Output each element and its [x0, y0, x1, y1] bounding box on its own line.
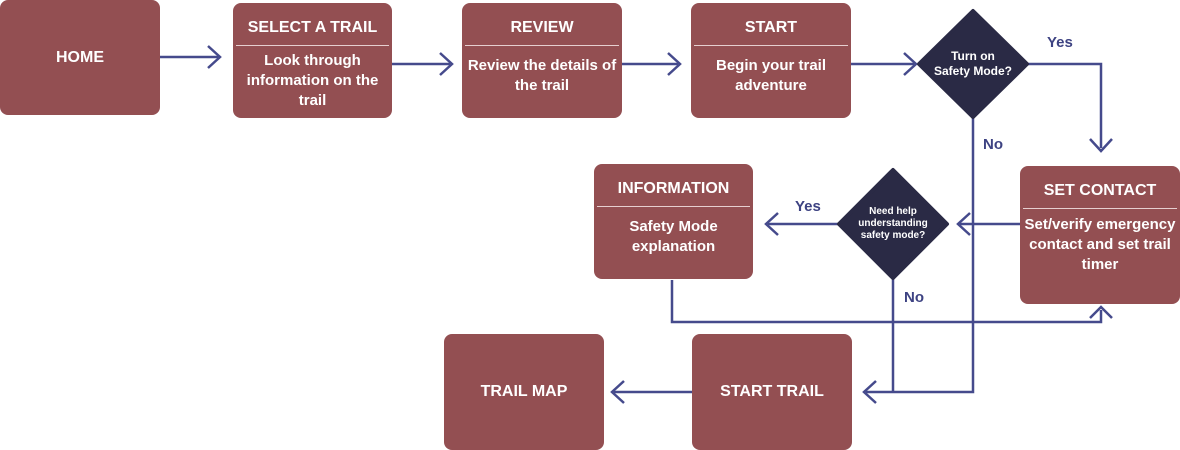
arrow-decision-yes-to-contact [1025, 62, 1103, 148]
home-node: HOME [0, 0, 160, 115]
select-trail-node: SELECT A TRAIL Look through information … [233, 3, 392, 118]
home-label: HOME [56, 48, 104, 66]
start-trail-node: START TRAIL [692, 334, 852, 450]
review-node: REVIEW Review the details of the trail [462, 3, 622, 118]
start-desc: Begin your trail adventure [715, 57, 827, 94]
set-contact-desc: Set/verify emergency contact and set tra… [1024, 216, 1176, 273]
safety-yes-label: Yes [1047, 34, 1073, 51]
help-no-label: No [904, 289, 924, 306]
select-trail-title: SELECT A TRAIL [247, 19, 378, 36]
arrowhead-contact [1089, 138, 1113, 153]
safety-no-label: No [983, 136, 1003, 153]
information-divider [597, 206, 750, 207]
help-decision-diamond [837, 168, 949, 280]
select-trail-desc: Look through information on the trail [246, 52, 379, 109]
arrowhead-decision [903, 52, 918, 76]
arrowhead-review [439, 52, 454, 76]
information-title: INFORMATION [617, 180, 730, 197]
review-divider [465, 45, 619, 46]
arrowhead-select [207, 45, 222, 69]
safety-decision-label: Turn on Safety Mode? [933, 49, 1012, 78]
arrowhead-map [610, 380, 625, 404]
review-desc: Review the details of the trail [467, 57, 617, 94]
safety-decision-diamond [917, 9, 1029, 119]
arrow-decision-no-to-start-trail [866, 118, 975, 394]
start-title: START [744, 19, 798, 36]
start-divider [694, 45, 848, 46]
start-trail-label: START TRAIL [720, 383, 824, 400]
select-trail-divider [236, 45, 389, 46]
arrow-info-to-contact [670, 280, 1103, 324]
help-decision-label: Need help understanding safety mode? [858, 206, 928, 241]
information-desc: Safety Mode explanation [629, 218, 718, 255]
start-node: START Begin your trail adventure [691, 3, 851, 118]
review-title: REVIEW [510, 19, 574, 36]
trail-map-label: TRAIL MAP [480, 383, 568, 400]
trail-map-node: TRAIL MAP [444, 334, 604, 450]
arrowhead-start-trail-right [862, 380, 877, 404]
help-yes-label: Yes [795, 198, 821, 215]
set-contact-node: SET CONTACT Set/verify emergency contact… [1020, 166, 1180, 304]
arrowhead-contact-bottom [1089, 305, 1113, 319]
arrowhead-info [764, 212, 779, 236]
arrowhead-start [667, 52, 682, 76]
set-contact-divider [1023, 208, 1177, 209]
information-node: INFORMATION Safety Mode explanation [594, 164, 753, 279]
set-contact-title: SET CONTACT [1043, 182, 1157, 199]
arrowhead-help [956, 212, 971, 236]
